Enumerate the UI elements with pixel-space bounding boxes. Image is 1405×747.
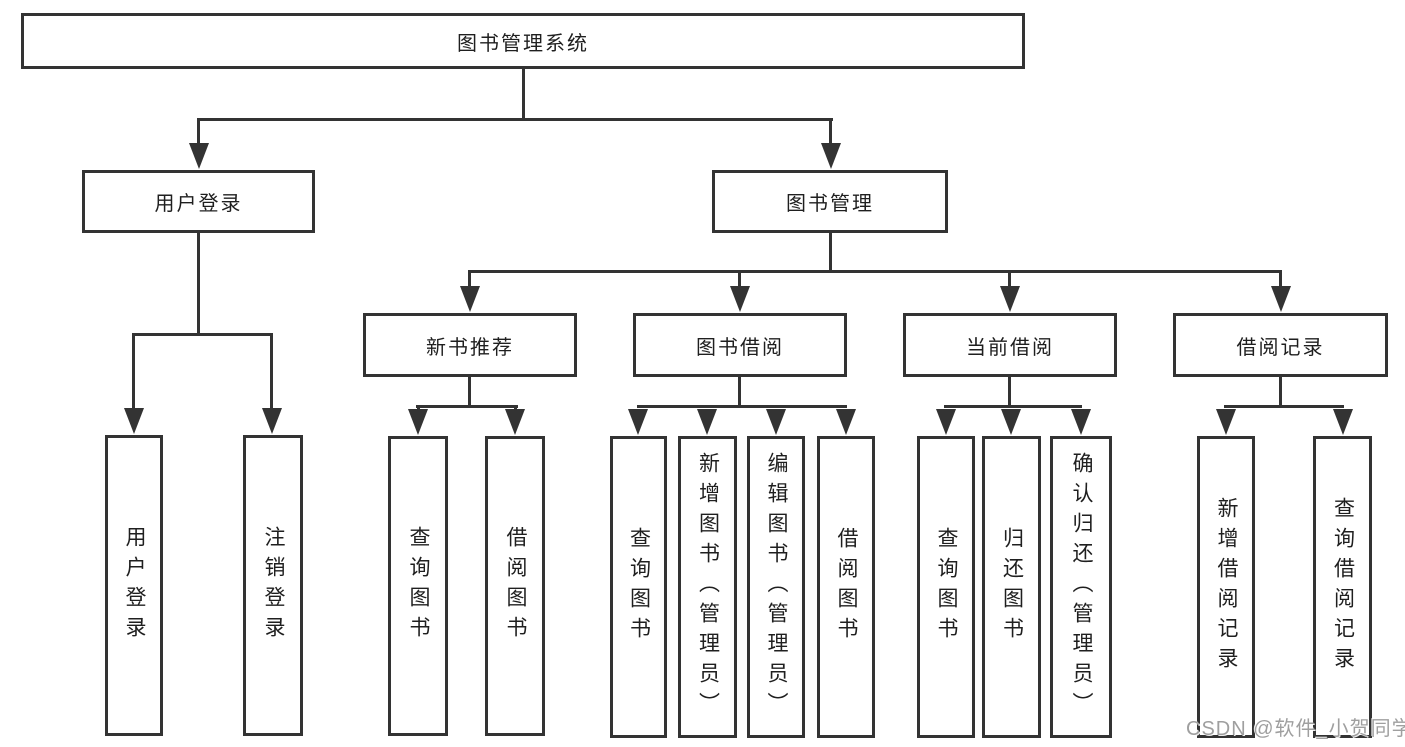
leaf-borrow-book: 借阅图书: [485, 436, 545, 736]
connector-vline: [738, 376, 741, 408]
arrow-down-icon: [189, 143, 209, 169]
leaf-user-login-label: 用户登录: [123, 525, 146, 646]
connector-vline: [1008, 376, 1011, 408]
leaf-confirm-return-admin-label: 确认归还（管理员）: [1070, 452, 1093, 722]
arrow-down-icon: [1071, 409, 1091, 435]
node-root: 图书管理系统: [21, 13, 1025, 69]
connector-hline: [944, 405, 1082, 408]
node-book-borrowing: 图书借阅: [633, 313, 847, 377]
connector-vline: [1279, 376, 1282, 408]
node-book-borrowing-label: 图书借阅: [696, 336, 784, 359]
connector-vline: [738, 272, 741, 289]
leaf-return-book-label: 归还图书: [1000, 527, 1024, 647]
arrow-down-icon: [1271, 286, 1291, 312]
connector-vline: [522, 68, 525, 121]
leaf-add-book-admin: 新增图书（管理员）: [678, 436, 737, 738]
node-book-management-label: 图书管理: [786, 193, 874, 215]
connector-vline: [829, 120, 832, 147]
connector-vline: [1279, 272, 1282, 289]
arrow-down-icon: [408, 409, 428, 435]
leaf-query-borrow-record-label: 查询借阅记录: [1331, 497, 1355, 677]
arrow-down-icon: [821, 143, 841, 169]
leaf-borrow-book-label: 借阅图书: [504, 526, 527, 646]
leaf-query-book: 查询图书: [917, 436, 975, 738]
node-book-management: 图书管理: [712, 170, 948, 233]
connector-vline: [132, 335, 135, 411]
leaf-query-book: 查询图书: [388, 436, 448, 736]
arrow-down-icon: [628, 409, 648, 435]
leaf-borrow-book-label: 借阅图书: [835, 527, 858, 647]
node-root-label: 图书管理系统: [457, 32, 589, 55]
leaf-query-book-label: 查询图书: [627, 527, 651, 647]
leaf-logout-label: 注销登录: [262, 525, 285, 646]
arrow-down-icon: [730, 286, 750, 312]
leaf-query-book-label: 查询图书: [407, 526, 430, 646]
arrow-down-icon: [1333, 409, 1353, 435]
arrow-down-icon: [1216, 409, 1236, 435]
connector-hline: [637, 405, 847, 408]
node-user-login-label: 用户登录: [154, 193, 243, 215]
arrow-down-icon: [124, 408, 144, 434]
connector-vline: [468, 376, 471, 408]
node-current-borrowing-label: 当前借阅: [966, 336, 1054, 359]
arrow-down-icon: [936, 409, 956, 435]
connector-hline: [132, 333, 273, 336]
arrow-down-icon: [766, 409, 786, 435]
leaf-query-book-label: 查询图书: [935, 527, 958, 647]
leaf-borrow-book: 借阅图书: [817, 436, 875, 738]
arrow-down-icon: [697, 409, 717, 435]
connector-vline: [468, 272, 471, 289]
arrow-down-icon: [836, 409, 856, 435]
connector-vline: [197, 120, 200, 147]
arrow-down-icon: [1001, 409, 1021, 435]
leaf-add-borrow-record: 新增借阅记录: [1197, 436, 1255, 738]
connector-hline: [197, 118, 833, 121]
arrow-down-icon: [460, 286, 480, 312]
node-current-borrowing: 当前借阅: [903, 313, 1117, 377]
connector-hline: [1224, 405, 1344, 408]
leaf-logout: 注销登录: [243, 435, 303, 736]
arrow-down-icon: [262, 408, 282, 434]
leaf-user-login: 用户登录: [105, 435, 163, 736]
leaf-return-book: 归还图书: [982, 436, 1041, 738]
connector-vline: [197, 232, 200, 336]
arrow-down-icon: [1000, 286, 1020, 312]
leaf-confirm-return-admin: 确认归还（管理员）: [1050, 436, 1112, 738]
leaf-edit-book-admin: 编辑图书（管理员）: [747, 436, 805, 738]
connector-vline: [829, 232, 832, 273]
connector-vline: [1008, 272, 1011, 289]
leaf-query-book: 查询图书: [610, 436, 667, 738]
node-new-book-recommendation-label: 新书推荐: [426, 336, 514, 359]
leaf-add-borrow-record-label: 新增借阅记录: [1215, 497, 1238, 677]
leaf-query-borrow-record: 查询借阅记录: [1313, 436, 1372, 738]
leaf-add-book-admin-label: 新增图书（管理员）: [696, 452, 720, 722]
csdn-watermark: CSDN @软件_小贺同学: [1186, 718, 1405, 740]
connector-hline: [468, 270, 1282, 273]
node-borrowing-records-label: 借阅记录: [1236, 336, 1325, 359]
arrow-down-icon: [505, 409, 525, 435]
connector-hline: [416, 405, 518, 408]
leaf-edit-book-admin-label: 编辑图书（管理员）: [765, 452, 788, 722]
connector-vline: [270, 335, 273, 411]
node-new-book-recommendation: 新书推荐: [363, 313, 577, 377]
node-user-login: 用户登录: [82, 170, 315, 233]
node-borrowing-records: 借阅记录: [1173, 313, 1388, 377]
